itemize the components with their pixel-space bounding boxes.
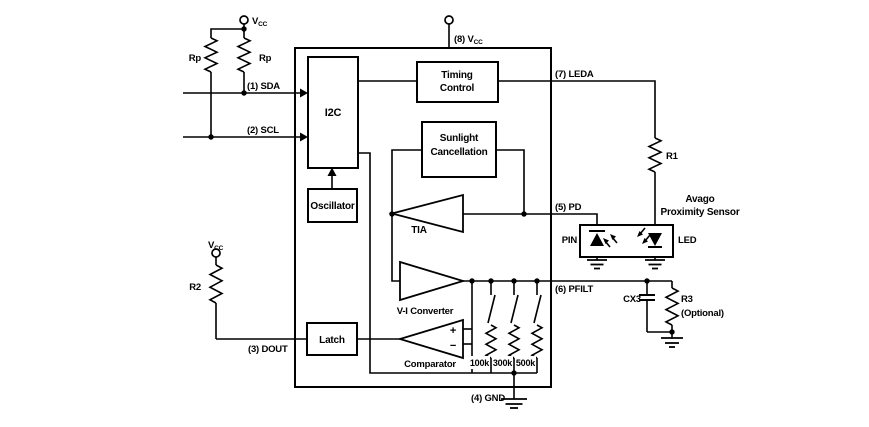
vcc-label-topleft: VCC xyxy=(252,16,268,28)
light-out-arrowhead-1 xyxy=(637,231,643,237)
switch-blade-500k xyxy=(533,294,542,324)
junction-dot xyxy=(644,278,650,284)
sda-arrowhead xyxy=(300,88,308,98)
resistor-500k-label: 500k xyxy=(516,358,536,368)
latch-block xyxy=(306,322,358,356)
vcc-terminal-topleft xyxy=(239,15,249,25)
wire-vcc-branch-left xyxy=(210,28,244,38)
timing-control-label-2: Control xyxy=(440,83,475,94)
vi-converter-label: V-I Converter xyxy=(397,306,454,317)
sensor-name-label-2: Proximity Sensor xyxy=(660,207,739,218)
tia-amplifier xyxy=(388,193,464,234)
ground-symbol-pin-diode xyxy=(587,259,607,270)
wire-pd xyxy=(463,213,598,231)
comparator-plus-sign: + xyxy=(450,325,456,337)
label-bg-300k xyxy=(492,356,513,369)
sensor-name-label-1: Avago xyxy=(685,194,714,205)
timing-control-block xyxy=(416,61,499,103)
r3-optional-label: (Optional) xyxy=(681,308,724,319)
led-label: LED xyxy=(678,235,697,246)
resistor-r2 xyxy=(208,264,224,304)
resistor-r3 xyxy=(664,287,680,326)
resistor-rp-left xyxy=(203,37,219,73)
sunlight-label-1: Sunlight xyxy=(440,133,479,144)
wire-sunlight-output xyxy=(496,149,525,214)
junction-dot xyxy=(669,329,675,335)
ground-symbol-r3 xyxy=(661,337,683,348)
sunlight-label-2: Cancellation xyxy=(430,147,487,158)
i2c-label: I2C xyxy=(325,107,342,119)
r2-label: R2 xyxy=(189,282,201,293)
wire-sunlight-input xyxy=(391,149,422,214)
pin-photodiode xyxy=(590,233,604,246)
pin5-pd-label: (5) PD xyxy=(555,202,582,213)
junction-dot xyxy=(389,211,395,217)
switch-blade-300k xyxy=(510,294,519,324)
resistor-300k xyxy=(507,324,521,359)
pin2-scl-label: (2) SCL xyxy=(247,125,279,136)
sunlight-cancellation-block xyxy=(421,121,497,178)
junction-dot xyxy=(208,134,214,140)
junction-dot xyxy=(511,370,517,376)
wire-tia-to-vi xyxy=(391,214,400,282)
oscillator-block xyxy=(307,188,358,223)
switch-blade-100k xyxy=(487,294,496,324)
comparator-amplifier xyxy=(396,318,464,360)
resistor-100k xyxy=(484,324,498,359)
i2c-block xyxy=(307,56,359,169)
comparator-label: Comparator xyxy=(404,359,456,370)
scl-arrowhead xyxy=(300,132,308,142)
resistor-500k xyxy=(530,324,544,359)
ground-symbol-led xyxy=(645,259,665,270)
main-ic-box xyxy=(294,47,552,388)
resistor-300k-label: 300k xyxy=(493,358,513,368)
wire-i2c-bus-rail xyxy=(358,152,537,374)
pin4-gnd-label: (4) GND xyxy=(471,393,505,404)
junction-dot xyxy=(521,211,527,217)
junction-dot xyxy=(534,278,540,284)
label-bg-100k xyxy=(469,356,490,369)
wire-leda xyxy=(498,80,656,138)
light-in-arrowhead-1 xyxy=(603,238,609,244)
ground-symbol-main xyxy=(501,398,527,409)
cx3-label: CX3 xyxy=(623,294,641,305)
timing-control-label-1: Timing xyxy=(441,70,472,81)
rp-right-label: Rp xyxy=(259,53,272,64)
comparator-minus-sign: − xyxy=(450,340,456,352)
pin1-sda-label: (1) SDA xyxy=(247,81,280,92)
latch-label: Latch xyxy=(319,335,345,346)
junction-dot xyxy=(511,278,517,284)
oscillator-label: Oscillator xyxy=(310,201,354,212)
pin7-leda-label: (7) LEDA xyxy=(555,69,594,80)
pin-diode-label: PIN xyxy=(562,235,578,246)
light-in-arrowhead-2 xyxy=(610,234,616,240)
oscillator-arrowhead xyxy=(327,167,337,176)
resistor-100k-label: 100k xyxy=(470,358,490,368)
junction-dot xyxy=(241,90,247,96)
led-diode xyxy=(648,233,662,246)
label-bg-500k xyxy=(515,356,536,369)
r3-label: R3 xyxy=(681,294,693,305)
vcc-terminal-r2 xyxy=(211,248,221,258)
vcc-terminal-pin8 xyxy=(444,15,454,25)
junction-dot xyxy=(469,278,475,284)
junction-dot xyxy=(488,278,494,284)
tia-label: TIA xyxy=(411,225,427,236)
light-out-arrowhead-2 xyxy=(642,238,648,244)
vcc-label-r2: VCC xyxy=(208,240,224,252)
r1-label: R1 xyxy=(666,151,679,162)
vi-converter-amplifier xyxy=(399,260,467,302)
junction-dot xyxy=(241,26,247,32)
resistor-r1 xyxy=(647,137,663,173)
rp-left-label: Rp xyxy=(189,53,202,64)
pin3-dout-label: (3) DOUT xyxy=(248,344,288,355)
pin6-pfilt-label: (6) PFILT xyxy=(555,284,594,295)
resistor-rp-right xyxy=(236,37,252,73)
pin8-vcc-label: (8) VCC xyxy=(454,34,483,46)
